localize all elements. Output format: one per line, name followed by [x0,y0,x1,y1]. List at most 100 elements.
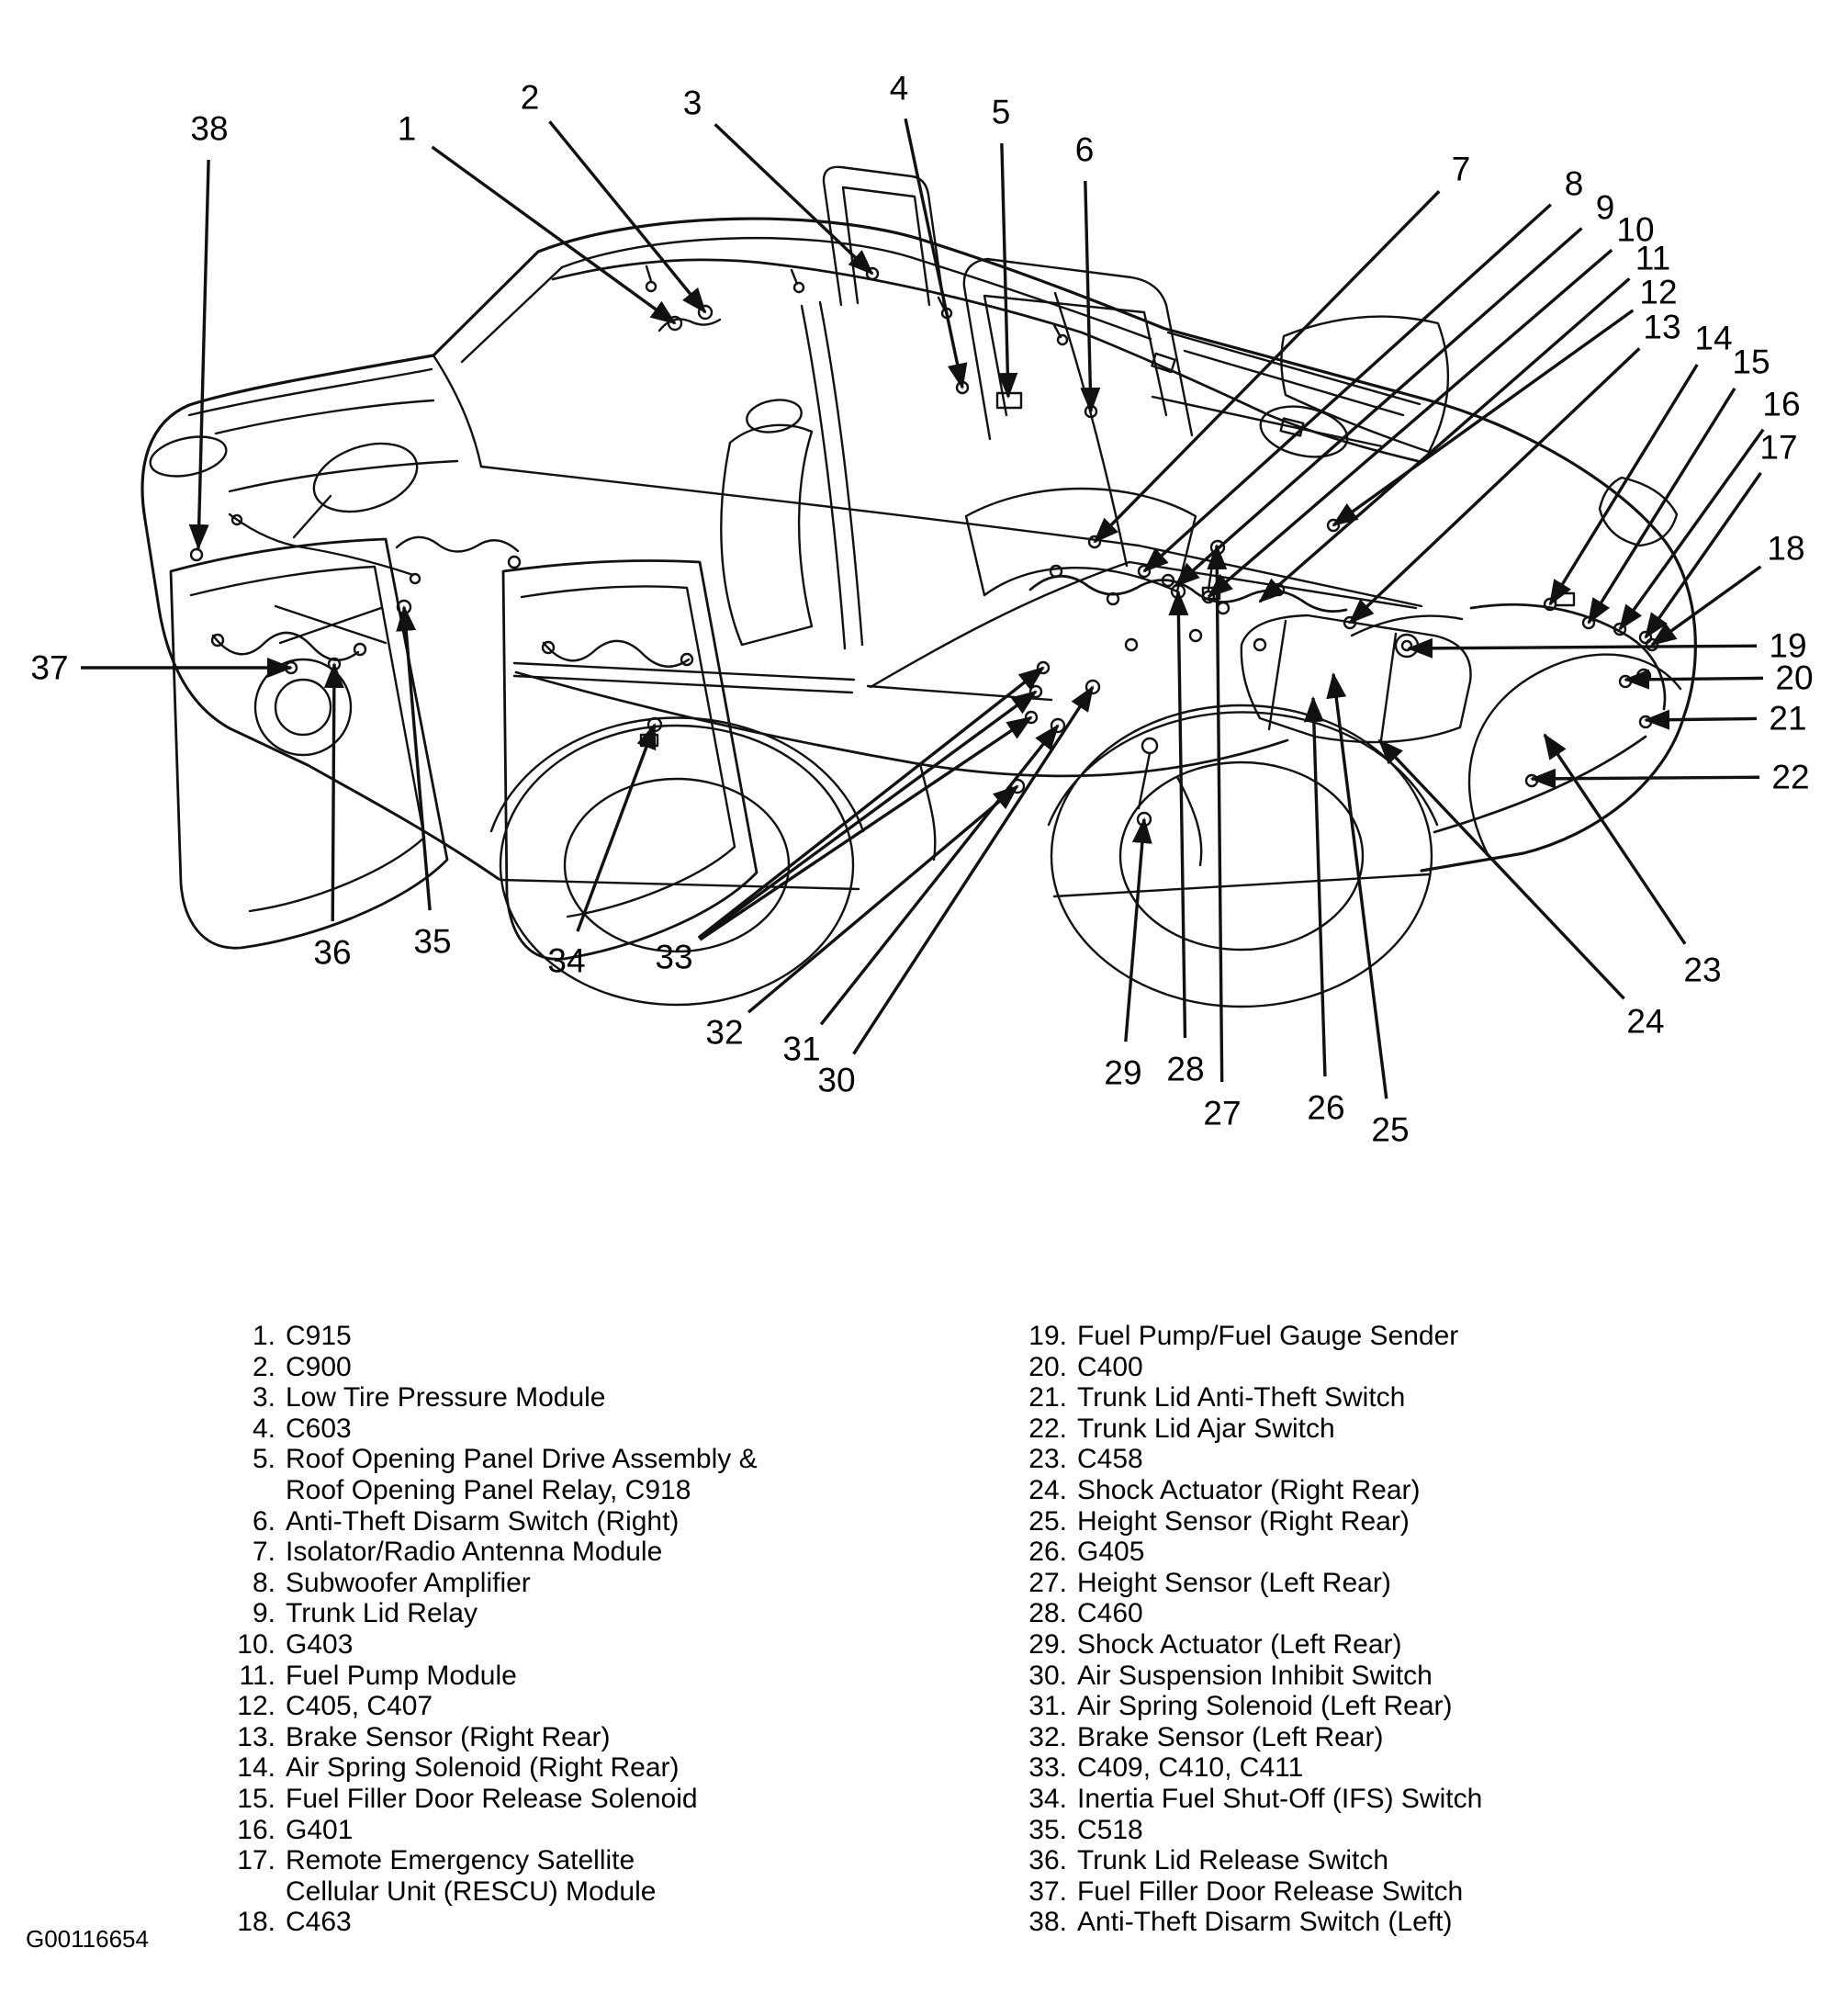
legend-item: 11.Fuel Pump Module [188,1661,969,1692]
legend-item-number: 10. [237,1628,275,1660]
legend-item: 17.Remote Emergency Satellite [188,1845,969,1876]
callout-leader-line [1348,347,1641,625]
callout-number: 3 [683,84,702,122]
legend-item-number: 2. [252,1351,275,1382]
callout-leader-line [323,662,344,922]
legend-item-label: Cellular Unit (RESCU) Module [286,1875,657,1907]
legend-item-label: Roof Opening Panel Relay, C918 [286,1474,691,1505]
legend-item: 28.C460 [972,1598,1798,1629]
callout-number: 12 [1639,274,1677,311]
callout-number: 7 [1452,151,1471,188]
legend-item: 4.C603 [188,1413,969,1445]
legend-item-label: Trunk Lid Relay [286,1598,478,1629]
callout-leader-line [1207,248,1613,599]
callout-number: 5 [992,94,1011,131]
callout-number: 29 [1104,1054,1141,1092]
legend-item: 23.C458 [972,1444,1798,1475]
legend-item-label: Anti-Theft Disarm Switch (Left) [1077,1907,1453,1938]
legend-item-number: 33. [1028,1752,1067,1784]
callout-number: 13 [1643,309,1680,346]
legend-item-label: C458 [1077,1444,1143,1475]
legend-item-label: Trunk Lid Release Switch [1077,1845,1389,1876]
legend-item: 13.Brake Sensor (Right Rear) [188,1722,969,1753]
legend-item: 16.G401 [188,1815,969,1846]
callout-leader-line [1142,203,1552,573]
callout-leader-line [548,120,707,314]
callout-number: 23 [1683,952,1721,989]
legend-item: 22. Trunk Lid Ajar Switch [972,1413,1798,1445]
callout-number: 9 [1596,189,1615,227]
legend-item-number: 32. [1028,1721,1067,1752]
callout-number: 35 [413,923,451,961]
callout-number: 4 [890,70,909,107]
car-cutaway-drawing [140,165,1697,1008]
callout-leader-line [904,118,968,389]
legend-item-label: C900 [286,1351,352,1382]
legend-item-label: Subwoofer Amplifier [286,1567,531,1598]
legend-item: 12.C405, C407 [188,1691,969,1722]
legend-item: 19.Fuel Pump/Fuel Gauge Sender [972,1321,1798,1352]
callout-leader-line [1548,364,1699,606]
callout-leader-line [188,159,210,550]
legend-item-number [188,1475,275,1506]
callout-number: 2 [521,79,540,117]
legend-item-number: 9. [252,1598,275,1629]
legend-item: 29.Shock Actuator (Left Rear) [972,1629,1798,1661]
legend-item: 35.C518 [972,1815,1798,1846]
callout-number: 32 [705,1014,743,1052]
callout-leader-line [1093,190,1441,544]
legend-item-number: 5. [252,1444,275,1475]
legend-item-label: Trunk Lid Anti-Theft Switch [1077,1382,1406,1413]
legend-item-label: G403 [286,1628,354,1660]
callout-leader-line [714,123,874,276]
legend-item-number: 7. [252,1537,275,1568]
legend-item: 3.Low Tire Pressure Module [188,1382,969,1413]
callout-leader-line [1174,227,1583,588]
legend-item-number: 12. [237,1691,275,1722]
legend-item: 38.Anti-Theft Disarm Switch (Left) [972,1907,1798,1938]
legend-item: 1.C915 [188,1321,969,1352]
figure-code: G00116654 [26,1925,149,1953]
legend-item-number: 24. [1028,1474,1067,1505]
callout-number: 30 [817,1062,855,1099]
callout-number: 11 [1635,240,1670,277]
legend-item-label: Fuel Filler Door Release Switch [1077,1875,1464,1907]
legend-item-number: 4. [252,1413,275,1444]
legend-item: 36. Trunk Lid Release Switch [972,1845,1798,1876]
legend-item: 10. G403 [188,1629,969,1661]
callout-number: 27 [1203,1095,1241,1132]
legend-item-number: 20. [1028,1351,1067,1382]
callout-number: 21 [1769,700,1806,738]
legend-item: 25.Height Sensor (Right Rear) [972,1506,1798,1537]
legend-item: Roof Opening Panel Relay, C918 [188,1475,969,1506]
callout-number: 16 [1762,386,1800,423]
legend-item-number: 36. [1028,1845,1067,1876]
callout-number: 33 [655,939,692,976]
callout-number: 22 [1771,759,1809,796]
legend-item: 7.Isolator/Radio Antenna Module [188,1537,969,1568]
legend-item-label: Trunk Lid Ajar Switch [1077,1413,1335,1444]
callout-number: 26 [1307,1089,1344,1127]
legend-item: 21.Trunk Lid Anti-Theft Switch [972,1382,1798,1413]
legend-item-number: 14. [237,1752,275,1784]
callout-number: 31 [782,1031,820,1068]
callout-leader-line [396,605,432,911]
legend-item-label: Inertia Fuel Shut-Off (IFS) Switch [1077,1783,1483,1814]
legend-item-number: 8. [252,1567,275,1598]
callout-leader-line [1080,180,1101,413]
legend-item-number: 11. [239,1660,275,1691]
legend-item-number: 35. [1028,1814,1067,1845]
legend-item-label: C915 [286,1321,352,1351]
legend-item: 30.Air Suspension Inhibit Switch [972,1661,1798,1692]
callout-leader-line [1650,565,1762,647]
legend-item: Cellular Unit (RESCU) Module [188,1876,969,1908]
legend-item: 24.Shock Actuator (Right Rear) [972,1475,1798,1506]
callout-leader-line [431,145,677,325]
legend-item-number: 22. [1028,1413,1067,1444]
legend-item: 32.Brake Sensor (Left Rear) [972,1722,1798,1753]
legend-item: 27.Height Sensor (Left Rear) [972,1568,1798,1599]
callout-leader-line [1207,544,1228,1083]
callout-number: 6 [1075,131,1095,169]
callout-leader-line [1644,709,1758,730]
